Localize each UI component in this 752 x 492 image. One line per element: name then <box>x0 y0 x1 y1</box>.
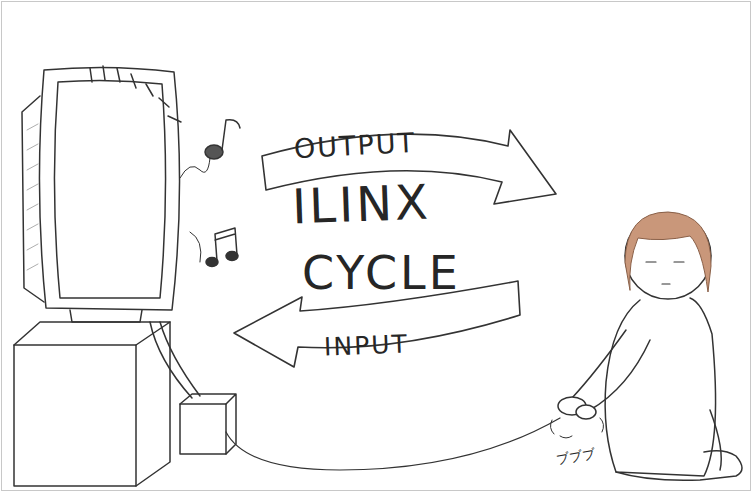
cycle-word: ILINX <box>291 178 431 231</box>
person-head <box>625 213 711 299</box>
console-front <box>180 404 226 454</box>
arrow-label: OUTPUT <box>293 129 416 162</box>
glow-lines <box>90 66 181 122</box>
person-legs <box>616 451 742 481</box>
cycle-word: CYCLE <box>302 250 461 296</box>
music-note-stem <box>222 120 240 150</box>
person-face <box>646 262 684 284</box>
arrow-label: INPUT <box>324 332 410 360</box>
sound-squiggle <box>190 232 201 262</box>
stand-side <box>136 322 170 486</box>
stand-front <box>14 345 136 486</box>
person-knee <box>710 410 721 470</box>
music-note-beam <box>215 228 237 261</box>
person-arm <box>572 330 650 410</box>
vibration-sound: ブブブ <box>555 447 596 467</box>
controller-hands <box>576 405 596 419</box>
console-top <box>180 394 236 454</box>
sound-squiggle <box>180 158 210 178</box>
tv-body <box>39 67 179 310</box>
tv-shading <box>27 124 38 270</box>
person-body <box>605 298 715 476</box>
music-note <box>205 145 223 159</box>
tv-cable <box>150 322 200 398</box>
tv-neck <box>70 310 142 322</box>
stand-top <box>14 322 170 345</box>
vibration-marks <box>550 418 603 438</box>
tv-screen <box>54 80 165 298</box>
person-hair <box>625 212 711 292</box>
controller-wire <box>226 418 560 470</box>
